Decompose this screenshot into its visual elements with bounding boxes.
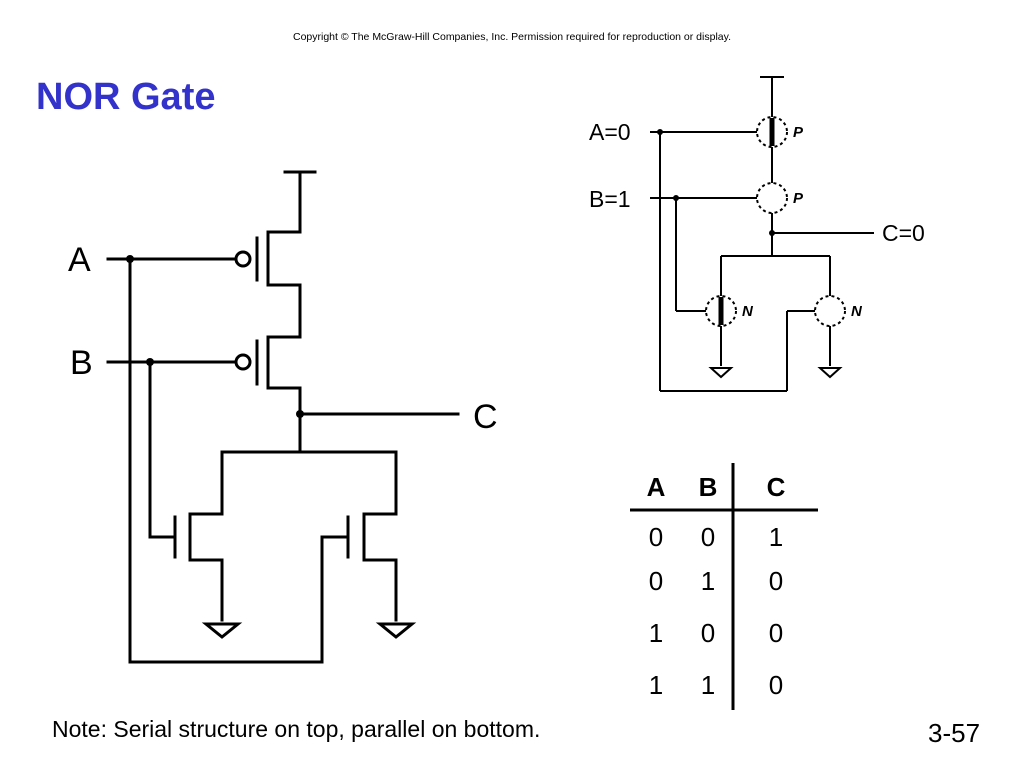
left-input-a-label: A — [68, 241, 91, 279]
left-output-c-label: C — [473, 398, 498, 436]
p-switch-b — [756, 182, 788, 214]
right-switch-schematic — [650, 76, 874, 392]
footer-note: Note: Serial structure on top, parallel … — [52, 716, 541, 742]
copyright-notice: Copyright © The McGraw-Hill Companies, I… — [292, 31, 732, 43]
truth-table-cell: 1 — [768, 522, 784, 552]
truth-table-cell: 1 — [700, 566, 716, 596]
right-input-b-label: B=1 — [589, 186, 631, 212]
truth-table-header-a: A — [646, 472, 666, 502]
p-transistor-b-label: P — [793, 190, 804, 207]
slide-number: 3-57 — [928, 718, 981, 748]
truth-table-header-c: C — [766, 472, 786, 502]
truth-table-cell: 1 — [648, 618, 664, 648]
n-transistor-left-label: N — [742, 303, 753, 320]
nmos-transistor-left — [173, 450, 224, 622]
truth-table-header-b: B — [698, 472, 718, 502]
truth-table-cell: 0 — [648, 522, 664, 552]
right-junction-dots — [657, 129, 775, 236]
closed-switch-bars — [718, 118, 775, 325]
truth-table-cell: 0 — [768, 618, 784, 648]
truth-table-cell: 1 — [648, 670, 664, 700]
right-output-c-label: C=0 — [882, 220, 925, 246]
ground-symbol-right-right — [817, 367, 843, 379]
left-junction-dots — [126, 255, 304, 418]
nmos-transistor-right — [346, 450, 398, 622]
n-switch-left — [705, 295, 737, 327]
ground-symbol-right-left — [708, 367, 734, 379]
pmos-transistor-b — [234, 335, 302, 390]
p-switch-a — [756, 116, 788, 148]
truth-table-cell: 0 — [768, 670, 784, 700]
truth-table-cell: 0 — [700, 618, 716, 648]
n-transistor-right-label: N — [851, 303, 862, 320]
truth-table-cell: 0 — [700, 522, 716, 552]
p-transistor-a-label: P — [793, 124, 804, 141]
truth-table-cell: 1 — [700, 670, 716, 700]
truth-table-cell: 0 — [768, 566, 784, 596]
ground-symbol-left — [201, 622, 243, 639]
right-input-a-label: A=0 — [589, 119, 631, 145]
truth-table-cell: 0 — [648, 566, 664, 596]
n-switch-right — [814, 295, 846, 327]
ground-symbol-right — [375, 622, 417, 639]
left-input-b-label: B — [70, 344, 93, 382]
pmos-transistor-a — [234, 230, 302, 287]
slide-title: NOR Gate — [36, 76, 216, 118]
left-cmos-schematic — [106, 170, 460, 664]
